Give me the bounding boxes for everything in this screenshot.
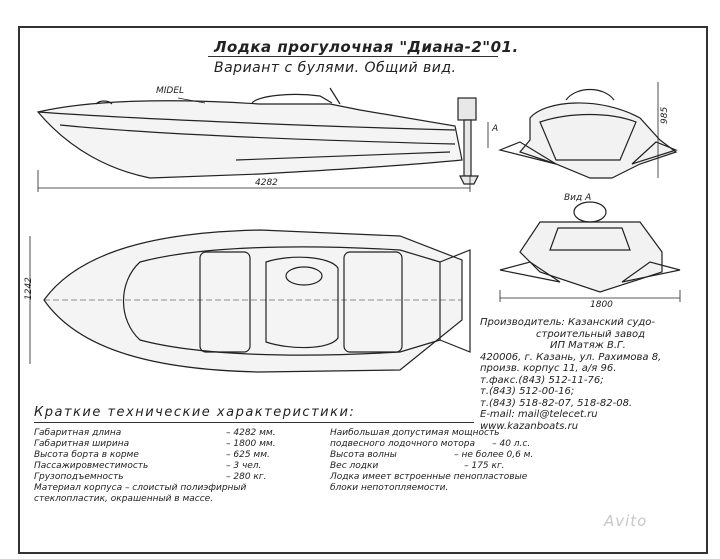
manufacturer-line: произв. корпус 11, а/я 96.	[480, 363, 617, 374]
spec-value: – 1800 мм.	[226, 439, 276, 449]
spec-name: Габаритная ширина	[34, 439, 130, 449]
stern-view	[499, 201, 681, 302]
drawing-title: Лодка прогулочная "Диана-2"01.	[214, 38, 519, 56]
avito-watermark: Avito	[604, 512, 648, 530]
spec-right: Наибольшая допустимая мощность	[330, 428, 500, 438]
spec-name: Габаритная длина	[34, 428, 122, 438]
spec-value: – 4282 мм.	[226, 428, 276, 438]
spec-value: – 280 кг.	[226, 472, 267, 482]
view-arrow-label: A	[492, 124, 499, 134]
spec-right: подвесного лодочного мотора – 40 л.с.	[330, 439, 531, 449]
view-a-label: Вид А	[564, 193, 592, 203]
spec-right: Лодка имеет встроенные пенопластовые	[330, 472, 528, 482]
length-dimension: 4282	[255, 178, 278, 188]
spec-name: Высота борта в корме	[34, 450, 139, 460]
spec-right: блоки непотопляемости.	[330, 483, 449, 493]
spec-value: – 3 чел.	[226, 461, 262, 471]
spec-name: Грузоподъемность	[34, 472, 124, 482]
manufacturer-line: ИП Матяж В.Г.	[550, 340, 626, 351]
spec-right: Высота волны – не более 0,6 м.	[330, 450, 534, 460]
drawing-subtitle: Вариант с булями. Общий вид.	[214, 60, 457, 76]
manufacturer-line: т.(843) 512-00-16;	[480, 386, 575, 397]
manufacturer-line: 420006, г. Казань, ул. Рахимова 8,	[480, 351, 662, 363]
front-view	[498, 82, 678, 179]
spec-name: Пассажировместимость	[34, 461, 149, 471]
height-dimension: 985	[660, 106, 670, 124]
specs-underline	[34, 422, 474, 423]
spec-material: стеклопластик, окрашенный в массе.	[34, 494, 214, 504]
manufacturer-line: т.факс.(843) 512-11-76;	[480, 374, 604, 386]
manufacturer-line: т.(843) 518-82-07, 518-82-08.	[480, 397, 633, 409]
manufacturer-line: www.kazanboats.ru	[480, 420, 579, 432]
manufacturer-line: Производитель: Казанский судо-	[480, 317, 656, 328]
midel-label: MIDEL	[156, 86, 185, 96]
spec-right: Вес лодки – 175 кг.	[330, 461, 505, 471]
width-dimension: 1800	[590, 300, 613, 310]
manufacturer-line: строительный завод	[536, 328, 646, 340]
manufacturer-info: Производитель: Казанский судо- строитель…	[480, 317, 661, 432]
top-view	[29, 229, 471, 373]
beam-dimension: 1242	[24, 277, 34, 300]
specs-heading: Краткие технические характеристики:	[34, 405, 356, 420]
spec-value: – 625 мм.	[226, 450, 270, 460]
manufacturer-line: E-mail: mail@telecet.ru	[480, 409, 598, 420]
side-view	[36, 87, 489, 192]
spec-material: Материал корпуса – слоистый полиэфирный	[34, 483, 247, 493]
title-underline	[208, 56, 498, 57]
